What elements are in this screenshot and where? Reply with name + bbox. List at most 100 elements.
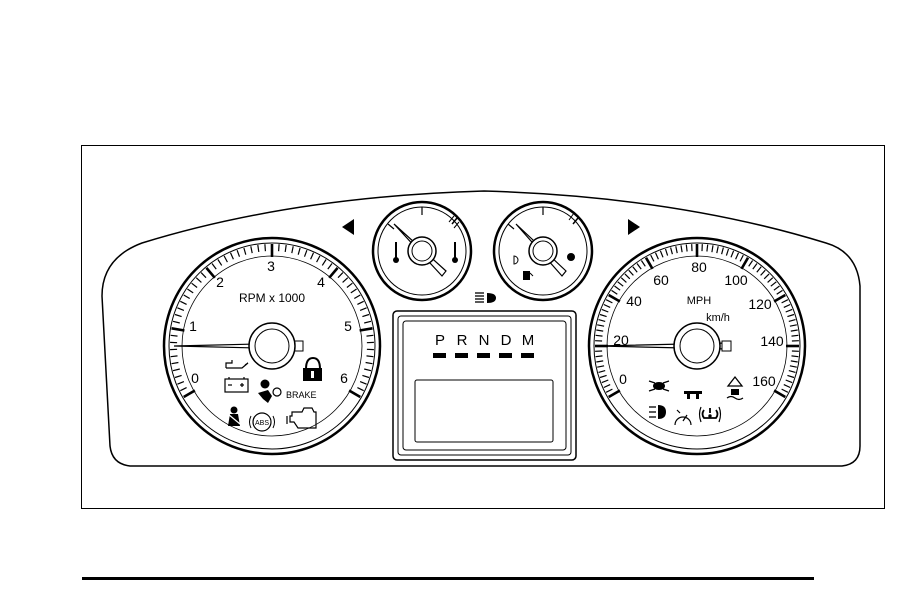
speed-number-80: 80 bbox=[691, 259, 707, 275]
tire-pressure-icon bbox=[700, 407, 721, 422]
minor-tick bbox=[343, 278, 348, 283]
gear-r: R bbox=[457, 332, 468, 349]
minor-tick bbox=[305, 250, 307, 257]
minor-tick bbox=[258, 245, 259, 252]
minor-tick bbox=[676, 246, 677, 253]
minor-tick bbox=[338, 273, 343, 278]
tach-number-6: 6 bbox=[340, 370, 348, 386]
tach-number-1: 1 bbox=[189, 318, 197, 334]
minor-tick bbox=[171, 335, 178, 336]
minor-tick bbox=[731, 251, 734, 257]
minor-tick bbox=[726, 249, 728, 256]
security-lock-icon bbox=[303, 358, 322, 381]
fog-lamp-icon bbox=[649, 381, 669, 391]
minor-tick bbox=[175, 375, 182, 377]
minor-tick bbox=[604, 385, 610, 388]
minor-tick bbox=[285, 245, 286, 252]
minor-tick bbox=[196, 278, 201, 283]
minor-tick bbox=[184, 295, 190, 299]
major-tick bbox=[742, 258, 749, 269]
brake-warning: BRAKE bbox=[286, 390, 317, 400]
major-tick bbox=[172, 328, 185, 330]
tach-label: RPM x 1000 bbox=[239, 291, 305, 305]
minor-tick bbox=[753, 264, 757, 270]
minor-tick bbox=[173, 321, 180, 323]
minor-tick bbox=[637, 264, 641, 270]
minor-tick bbox=[599, 320, 606, 322]
minor-tick bbox=[218, 260, 222, 266]
traction-control-icon bbox=[727, 377, 743, 400]
minor-tick bbox=[244, 248, 246, 255]
tach-number-4: 4 bbox=[317, 274, 325, 290]
minor-tick bbox=[651, 255, 654, 261]
minor-tick bbox=[265, 244, 266, 251]
minor-tick bbox=[600, 315, 607, 317]
minor-tick bbox=[777, 290, 783, 294]
minor-tick bbox=[602, 380, 609, 383]
tach-hub bbox=[249, 323, 295, 369]
minor-tick bbox=[629, 270, 634, 275]
minor-tick bbox=[357, 388, 363, 391]
cruise-control-icon bbox=[675, 410, 691, 425]
fuel-pump-icon bbox=[523, 271, 533, 280]
minor-tick bbox=[740, 255, 743, 261]
driver-information-center: P R N D M bbox=[393, 311, 576, 460]
minor-tick bbox=[357, 301, 363, 304]
minor-tick bbox=[604, 305, 610, 308]
minor-tick bbox=[347, 283, 353, 287]
minor-tick bbox=[599, 371, 606, 373]
speed-number-40: 40 bbox=[626, 293, 642, 309]
minor-tick bbox=[618, 282, 624, 286]
minor-tick bbox=[298, 248, 300, 255]
major-tick bbox=[329, 268, 337, 278]
minor-tick bbox=[180, 388, 186, 391]
minor-tick bbox=[784, 385, 790, 388]
airbag-icon bbox=[258, 380, 281, 404]
minor-tick bbox=[660, 251, 663, 257]
gear-indicator-bars bbox=[433, 353, 534, 358]
minor-tick bbox=[606, 300, 612, 303]
cluster-housing bbox=[102, 191, 860, 466]
minor-tick bbox=[362, 315, 369, 317]
gear-p: P bbox=[435, 332, 445, 349]
minor-tick bbox=[212, 264, 216, 270]
minor-tick bbox=[633, 267, 637, 273]
page-footer-rule bbox=[82, 577, 814, 580]
minor-tick bbox=[791, 361, 798, 362]
svg-text:ABS: ABS bbox=[255, 420, 269, 427]
speed-number-100: 100 bbox=[724, 272, 748, 288]
minor-tick bbox=[187, 289, 193, 293]
minor-tick bbox=[712, 245, 713, 252]
minor-tick bbox=[173, 369, 180, 371]
trailer-icon bbox=[684, 391, 702, 399]
minor-tick bbox=[602, 309, 609, 312]
fuel-empty-icon bbox=[514, 256, 518, 264]
speed-number-120: 120 bbox=[748, 296, 772, 312]
speedometer: 0 20 40 60 80 100 120 140 160 MPH km/h bbox=[589, 238, 805, 454]
tach-number-5: 5 bbox=[344, 318, 352, 334]
minor-tick bbox=[792, 335, 799, 336]
front-fog-lamp-icon bbox=[649, 405, 666, 419]
minor-tick bbox=[367, 335, 374, 336]
check-engine-icon bbox=[287, 408, 316, 428]
thermometer-icon bbox=[393, 242, 399, 263]
minor-tick bbox=[279, 244, 280, 251]
left-turn-signal-icon bbox=[342, 219, 354, 235]
major-tick bbox=[609, 391, 620, 398]
speed-unit-kmh: km/h bbox=[706, 312, 730, 324]
minor-tick bbox=[641, 261, 645, 267]
oil-pressure-icon bbox=[226, 360, 248, 368]
minor-tick bbox=[787, 375, 794, 377]
minor-tick bbox=[175, 315, 182, 317]
seatbelt-icon bbox=[228, 407, 240, 427]
minor-tick bbox=[782, 389, 788, 392]
thermometer-hot-icon bbox=[452, 242, 458, 263]
minor-tick bbox=[180, 301, 186, 304]
instrument-cluster: 0 1 2 3 4 5 6 RPM x 1000 bbox=[82, 146, 886, 510]
minor-tick bbox=[362, 375, 369, 377]
minor-tick bbox=[251, 246, 252, 253]
minor-tick bbox=[596, 361, 603, 362]
speed-number-0: 0 bbox=[619, 371, 627, 387]
minor-tick bbox=[681, 245, 682, 252]
speed-unit-mph: MPH bbox=[687, 295, 712, 307]
